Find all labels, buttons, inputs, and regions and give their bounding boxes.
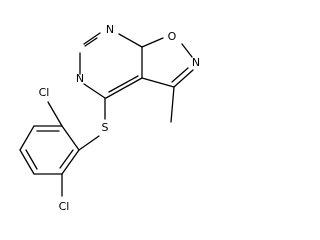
bond-c3p-c4p (19, 125, 35, 151)
bond-c4p-c5p-inner (25, 149, 38, 170)
bonds (19, 32, 194, 197)
atom-o-ring: O (168, 30, 177, 43)
structure-diagram: N O N N S Cl Cl (19, 23, 200, 213)
atom-n-isoxazole: N (192, 56, 200, 69)
atom-cl-bottom: Cl (59, 200, 70, 213)
atom-n-left: N (76, 72, 84, 85)
bond-c3-c3a (141, 77, 175, 88)
bond-c4-c3a-inner (108, 75, 139, 93)
bond-c4-c3a (105, 77, 143, 99)
bond-c4p-c5p (19, 149, 35, 175)
bond-s-c1p (78, 135, 100, 151)
atom-cl-top: Cl (39, 86, 50, 99)
bond-n-c3 (173, 69, 194, 88)
molecule-svg: N O N N S Cl Cl (19, 23, 200, 213)
bond-o-n (181, 43, 193, 58)
bond-c2p-cl (47, 101, 63, 127)
bond-c6p-c1p (61, 149, 80, 175)
atom-s-linker: S (102, 121, 109, 134)
bond-c1p-c2p (61, 125, 80, 151)
bond-c6p-c1p-inner (59, 149, 74, 169)
atom-labels: N O N N S Cl Cl (39, 23, 200, 213)
bond-n-c3-inner (171, 67, 189, 83)
bond-c2-n1-inner (84, 37, 98, 47)
bond-c7a-o (141, 37, 164, 48)
bond-n3-c4 (83, 83, 106, 99)
bond-n1-c7a (118, 33, 143, 48)
bond-c2-n1 (83, 32, 101, 45)
bond-c3-methyl (170, 86, 175, 123)
atom-n-top: N (106, 23, 114, 36)
